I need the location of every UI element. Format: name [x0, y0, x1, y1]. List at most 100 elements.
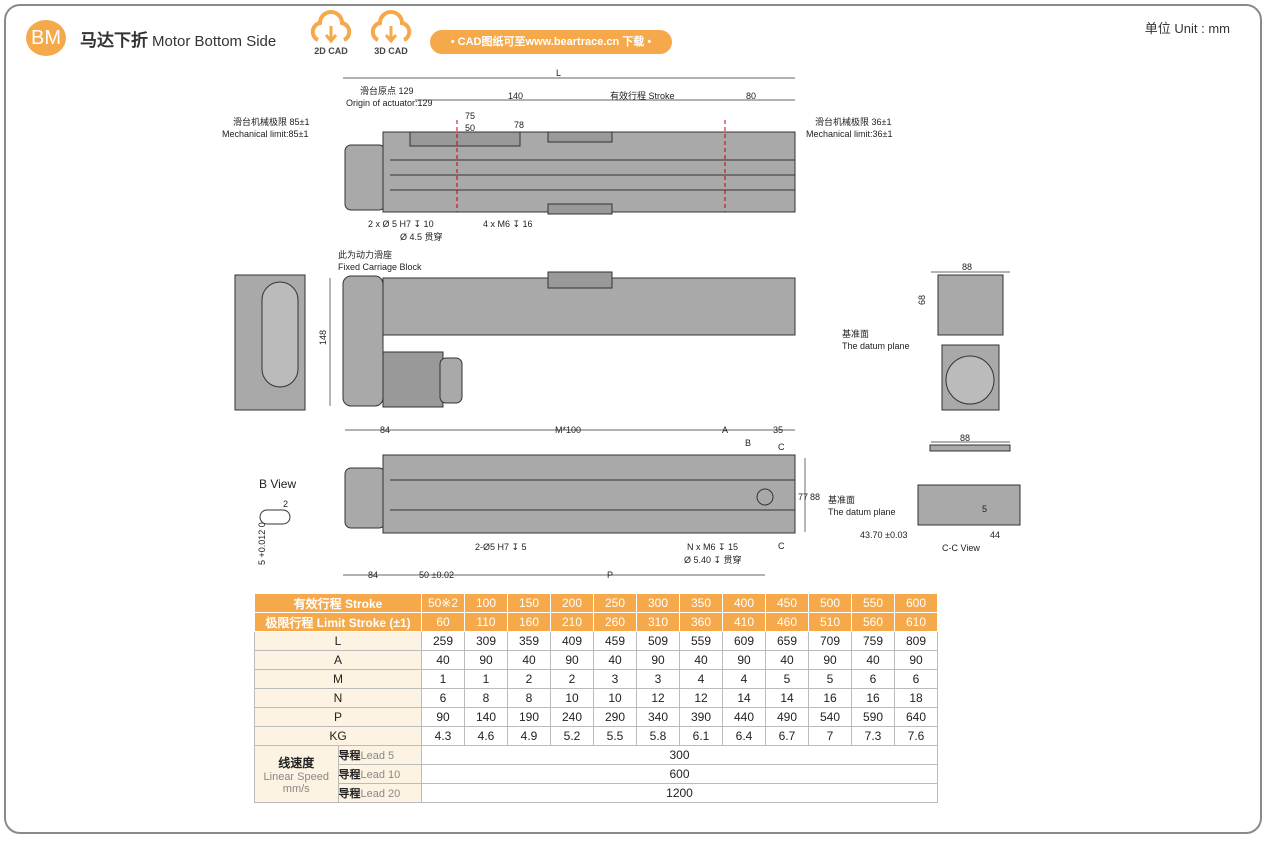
mech-left-cn: 滑台机械极限 85±1	[233, 116, 309, 127]
value-cell: 4	[679, 669, 723, 689]
value-cell: 8	[507, 688, 551, 708]
download-link[interactable]: • CAD图纸可至www.beartrace.cn 下载 •	[430, 30, 672, 54]
value-cell: 10	[593, 688, 637, 708]
value-cell: 100	[464, 593, 508, 613]
cad-3d-label: 3D CAD	[374, 46, 408, 56]
dim-68: 68	[917, 295, 927, 305]
fixed-block-en: Fixed Carriage Block	[338, 262, 422, 272]
value-cell: 460	[765, 612, 809, 632]
value-cell: 3	[636, 669, 680, 689]
lead-label: 导程Lead 10	[337, 764, 422, 784]
title-cn: 马达下折	[80, 31, 148, 50]
value-cell: 340	[636, 707, 680, 727]
value-cell: 450	[765, 593, 809, 613]
speed-value: 1200	[421, 783, 938, 803]
value-cell: 359	[507, 631, 551, 651]
value-cell: 40	[765, 650, 809, 670]
row-label: 有效行程 Stroke	[254, 593, 422, 613]
value-cell: 1	[464, 669, 508, 689]
technical-drawing: L 滑台原点 129 Origin of actuator:129 140 有效…	[222, 68, 1021, 580]
motor-cover-side	[342, 275, 384, 407]
dim-2: 2	[283, 499, 288, 509]
value-cell: 2	[507, 669, 551, 689]
dim-43-70: 43.70 ±0.03	[860, 530, 907, 540]
value-cell: 6	[421, 688, 465, 708]
value-cell: 18	[894, 688, 938, 708]
value-cell: 90	[550, 650, 594, 670]
value-cell: 200	[550, 593, 594, 613]
value-cell: 3	[593, 669, 637, 689]
cad-2d-label: 2D CAD	[314, 46, 348, 56]
value-cell: 12	[679, 688, 723, 708]
value-cell: 5.2	[550, 726, 594, 746]
value-cell: 400	[722, 593, 766, 613]
value-cell: 260	[593, 612, 637, 632]
cc-view-label: C-C View	[942, 543, 980, 553]
value-cell: 809	[894, 631, 938, 651]
value-cell: 390	[679, 707, 723, 727]
cad-3d-download[interactable]: 3D CAD	[366, 10, 416, 56]
value-cell: 459	[593, 631, 637, 651]
value-cell: 40	[851, 650, 895, 670]
row-label: P	[254, 707, 422, 727]
b-view-label: B View	[259, 477, 296, 491]
value-cell: 1	[421, 669, 465, 689]
value-cell: 110	[464, 612, 508, 632]
dim-84-bottom: 84	[368, 570, 378, 580]
hole-spec-3: 4 x M6 ↧ 16	[483, 219, 533, 229]
value-cell: 14	[765, 688, 809, 708]
dim-35: 35	[773, 425, 783, 435]
lead-label: 导程Lead 5	[337, 745, 422, 765]
value-cell: 240	[550, 707, 594, 727]
origin-en: Origin of actuator:129	[346, 98, 433, 108]
value-cell: 2	[550, 669, 594, 689]
value-cell: 7.6	[894, 726, 938, 746]
dim-50-tol: 50 ±0.02	[419, 570, 454, 580]
value-cell: 5.5	[593, 726, 637, 746]
value-cell: 300	[636, 593, 680, 613]
value-cell: 440	[722, 707, 766, 727]
value-cell: 7.3	[851, 726, 895, 746]
value-cell: 14	[722, 688, 766, 708]
dim-88-end: 88	[962, 262, 972, 272]
dim-148: 148	[318, 330, 328, 345]
mech-right-en: Mechanical limit:36±1	[806, 129, 892, 139]
value-cell: 12	[636, 688, 680, 708]
dim-78: 78	[514, 120, 524, 130]
value-cell: 90	[808, 650, 852, 670]
value-cell: 6.1	[679, 726, 723, 746]
actuator-bottom-view	[382, 454, 796, 534]
hole-spec-6: Ø 5.40 ↧ 贯穿	[684, 554, 742, 565]
cc-section-cover	[929, 444, 1011, 452]
dim-A: A	[722, 425, 728, 435]
datum-en-1: The datum plane	[842, 341, 910, 351]
speed-value: 600	[421, 764, 938, 784]
dim-80: 80	[746, 91, 756, 101]
value-cell: 659	[765, 631, 809, 651]
value-cell: 90	[894, 650, 938, 670]
value-cell: 509	[636, 631, 680, 651]
value-cell: 350	[679, 593, 723, 613]
value-cell: 6.4	[722, 726, 766, 746]
origin-cn: 滑台原点 129	[360, 85, 414, 96]
hole-spec-2: Ø 4.5 贯穿	[400, 231, 443, 242]
value-cell: 290	[593, 707, 637, 727]
row-label: A	[254, 650, 422, 670]
value-cell: 759	[851, 631, 895, 651]
value-cell: 60	[421, 612, 465, 632]
hole-spec-5: N x M6 ↧ 15	[687, 542, 738, 552]
value-cell: 10	[550, 688, 594, 708]
value-cell: 16	[851, 688, 895, 708]
value-cell: 250	[593, 593, 637, 613]
label-C-top: C	[778, 442, 785, 452]
dim-P: P	[607, 570, 613, 580]
cad-2d-download[interactable]: 2D CAD	[306, 10, 356, 56]
value-cell: 160	[507, 612, 551, 632]
